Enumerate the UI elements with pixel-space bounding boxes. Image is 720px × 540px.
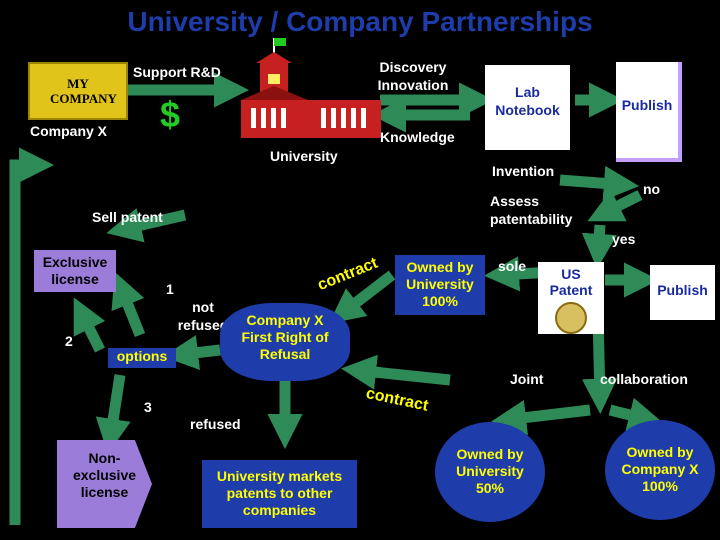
discovery-label: Discovery Innovation [377,59,449,93]
number-3-label: 3 [144,399,152,415]
lab-notebook-label: Lab Notebook [495,84,560,118]
options-box: options [108,348,176,368]
first-right-box: Company X First Right of Refusal [220,303,350,381]
number-1-label: 1 [166,281,174,297]
arrow-option-1 [111,271,146,338]
arrow-return-to-company [9,147,55,525]
assess-label: Assess patentability [490,193,573,227]
knowledge-label: Knowledge [380,129,455,145]
us-patent-label: US Patent [549,266,593,298]
university-label: University [270,148,338,164]
owned-by-university-100-label: Owned by University 100% [406,259,474,309]
joint-label: Joint [510,371,544,387]
company-logo: MY COMPANY [28,62,128,120]
dollar-sign-icon: $ [160,94,181,135]
flag-icon [274,38,286,46]
support-rd-label: Support R&D [133,64,221,80]
university-markets-label: University markets patents to other comp… [216,468,343,518]
publish-top-card: Publish [616,62,682,162]
exclusive-license-label: Exclusive license [42,254,108,287]
invention-label: Invention [492,163,555,179]
sole-label: sole [498,258,527,274]
arrow-contract-upper [328,270,396,324]
non-exclusive-license-box: Non-exclusive license [57,440,152,528]
arrow-contract-lower [340,354,451,390]
not-refused-label: not refused [177,299,229,333]
page-title: University / Company Partnerships [127,6,593,37]
owned-by-university-100-box: Owned by University 100% [395,255,485,315]
arrow-invention [559,165,640,201]
arrow-no [587,189,643,222]
seal-icon [555,302,587,334]
company-logo-text: MY COMPANY [50,76,117,106]
school-building-icon [241,38,381,138]
us-patent-card: US Patent [538,262,604,334]
owned-by-company-100-box: Owned by Company X 100% [605,420,715,520]
refused-label: refused [190,416,241,432]
university-markets-box: University markets patents to other comp… [202,460,357,528]
lab-notebook-card: Lab Notebook [485,65,570,150]
sell-patent-label: Sell patent [92,209,163,225]
publish-top-label: Publish [621,97,673,113]
number-2-label: 2 [65,333,73,349]
owned-by-university-50-box: Owned by University 50% [435,422,545,522]
arrow-option-3 [95,374,131,454]
owned-by-university-50-label: Owned by University 50% [456,446,524,496]
arrow-split-right [608,397,664,432]
no-label: no [643,181,661,197]
first-right-label: Company X First Right of Refusal [241,312,329,362]
non-exclusive-license-label: Non-exclusive license [72,450,137,500]
options-label: options [116,348,168,364]
owned-by-company-100-label: Owned by Company X 100% [621,444,699,494]
exclusive-license-box: Exclusive license [34,250,116,292]
arrow-not-refused [163,335,221,371]
arrow-split-left [491,400,591,436]
arrow-yes [581,224,617,270]
company-x-label: Company X [30,123,108,139]
collaboration-label: collaboration [600,371,688,387]
yes-label: yes [612,231,636,247]
publish-mid-label: Publish [657,282,708,298]
arrow-option-2 [73,297,106,353]
publish-mid-card: Publish [650,265,715,320]
arrow-sell-patent [106,208,187,243]
